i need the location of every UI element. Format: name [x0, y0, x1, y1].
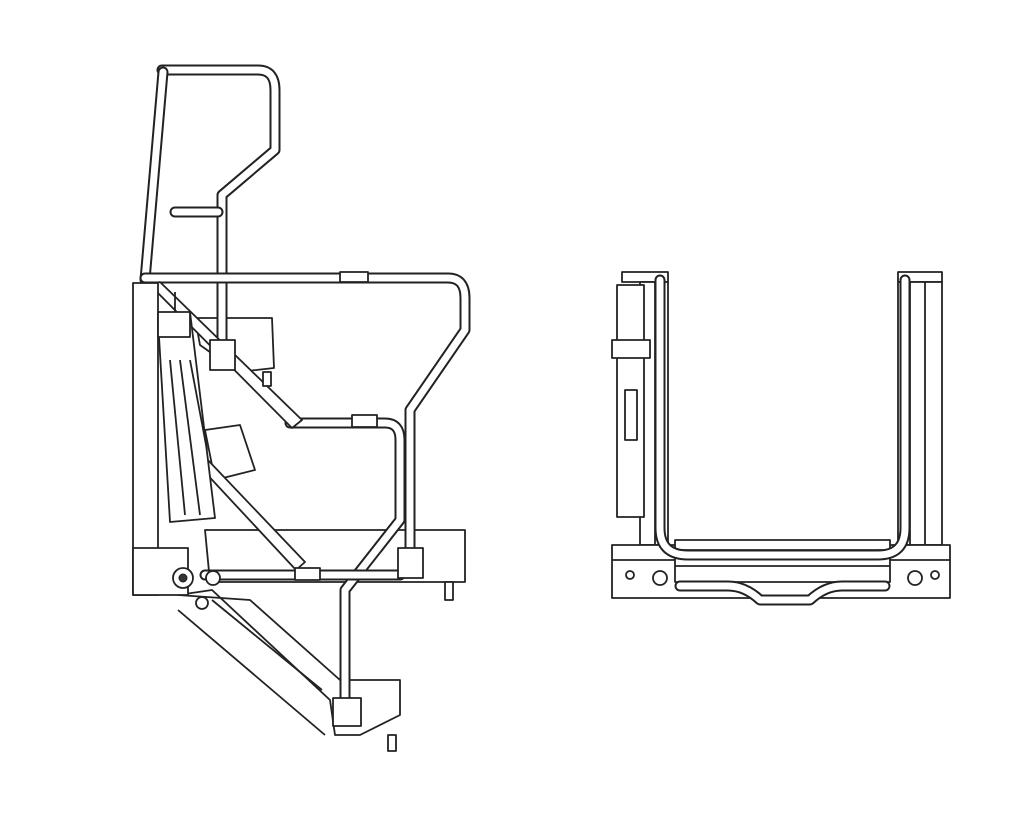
fasteners: [625, 570, 940, 586]
side-view: [132, 64, 471, 752]
brackets: [209, 271, 454, 752]
handrail-upper: [139, 64, 281, 346]
main-post: [132, 282, 189, 596]
u-tube: [654, 274, 911, 606]
roller: [674, 539, 891, 583]
step-plates: [177, 317, 466, 736]
handrail-middle: [139, 272, 471, 576]
actuator-cylinder: [157, 311, 221, 610]
front-view: [611, 271, 951, 606]
